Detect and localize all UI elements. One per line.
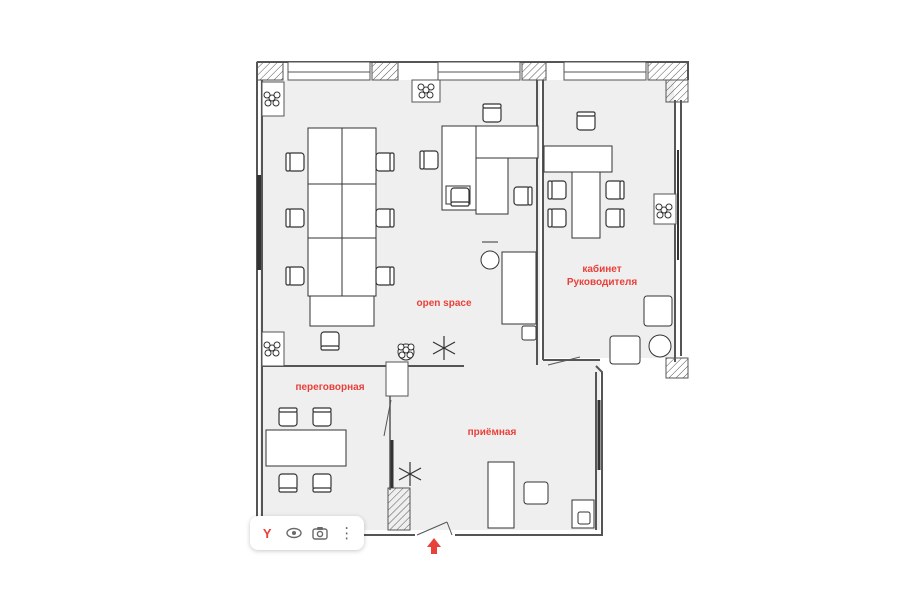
eye-icon-glyph <box>286 527 302 539</box>
desk-cluster-left <box>307 127 377 327</box>
room-label-meeting: переговорная <box>295 382 364 393</box>
columns <box>256 61 689 531</box>
room-label-office-line2: Руководителя <box>567 277 638 288</box>
viewer-toolbar: Y ⋮ <box>250 516 364 550</box>
entrance-arrow-icon <box>427 538 441 554</box>
open-space-furniture <box>480 241 537 341</box>
reception-furniture <box>487 461 595 529</box>
desk-cluster-right <box>441 125 539 215</box>
eye-icon[interactable] <box>283 522 305 544</box>
room-label-reception: приёмная <box>468 427 517 438</box>
more-vertical-icon[interactable]: ⋮ <box>339 523 355 542</box>
room-label-open-space: open space <box>416 298 471 309</box>
plants <box>261 79 677 367</box>
camera-icon[interactable] <box>309 522 331 544</box>
camera-icon-glyph <box>312 527 328 540</box>
meeting-table <box>265 429 347 467</box>
room-label-office-line1: кабинет <box>582 263 621 275</box>
windows <box>257 61 679 470</box>
office-furniture <box>543 145 673 365</box>
yandex-logo-icon[interactable]: Y <box>262 525 272 541</box>
